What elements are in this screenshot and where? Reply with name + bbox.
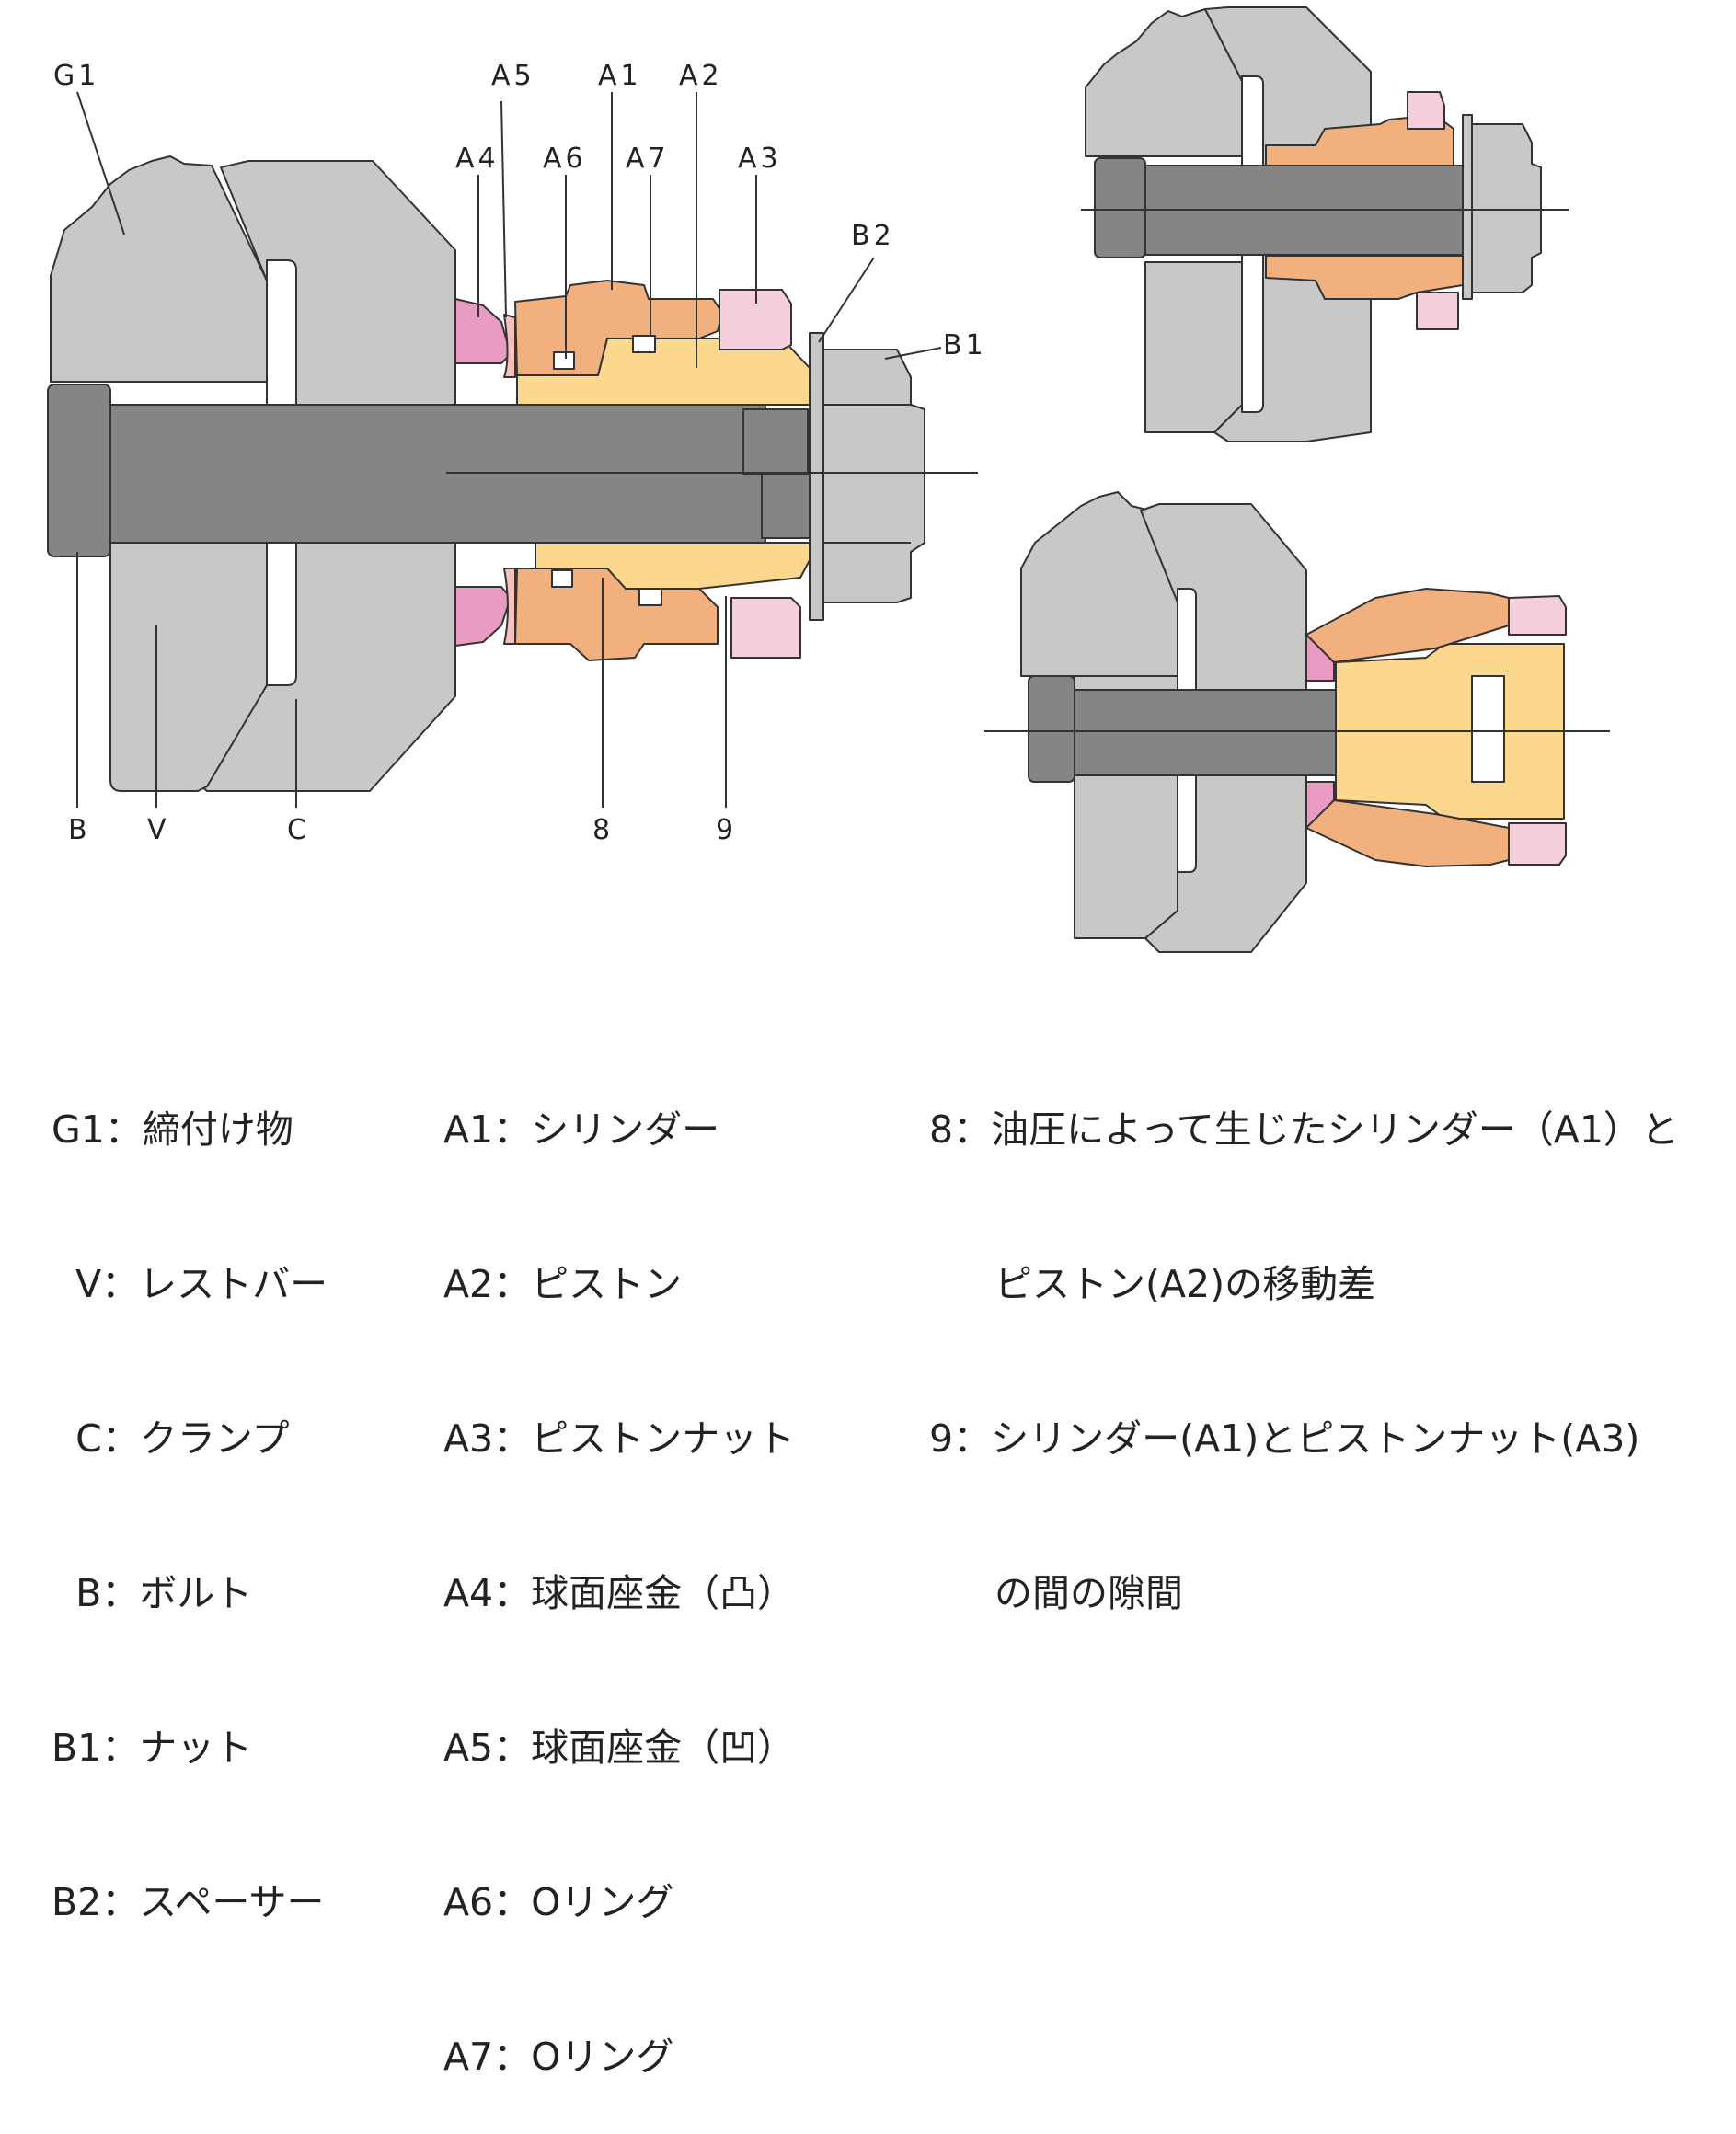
bolt-step-upper [742,408,809,475]
nut-b1 [822,349,925,603]
bolt-head-bottomright [1028,675,1075,783]
piston-nut-a3-topright [1407,91,1445,130]
piston-nut-a3-bottomright [1508,595,1567,636]
spherical-washer-convex-a4-lower [454,586,512,647]
legend-col1: G1：締付け物 V：レストバー C：クランプ B：ボルト B1：ナット B2：ス… [52,1001,328,1979]
piston-nut-a3-topright-lower [1416,292,1459,330]
spherical-washer-concave-a5 [503,314,516,378]
rest-bar-v-topright [1144,261,1243,433]
spacer-b2-topright [1462,114,1473,300]
legend-item-b: B：ボルト [52,1571,253,1615]
o-ring-a7 [632,335,656,353]
callout-8: 8 [592,814,614,846]
callout-a7: A7 [626,143,670,175]
spacer-b2 [809,332,824,621]
callout-b2: B2 [851,220,895,252]
legend-col3: 8：油圧によって生じたシリンダー（A1）と ピストン(A2)の移動差 9：シリン… [929,1001,1679,1670]
piston-nut-a3-bottomright-lower [1508,822,1567,866]
legend-item-a4: A4：球面座金（凸） [443,1571,796,1615]
callout-g1: G1 [53,60,99,92]
spherical-washer-concave-a5-lower [503,568,516,645]
piston-nut-a3 [719,289,792,350]
legend-item-9-cont: の間の隙間 [994,1571,1183,1615]
o-ring-a6-lower [551,569,573,588]
callout-a3: A3 [738,143,782,175]
leader-lines [76,91,942,808]
legend-item-c: C：クランプ [52,1417,290,1461]
cylinder-a1-lower [514,568,719,661]
legend-item-a6: A6：Oリング [443,1880,674,1924]
callout-b1: B1 [943,329,987,361]
bolt-head-topright [1094,157,1146,258]
legend-item-9: 9：シリンダー(A1)とピストンナット(A3) [929,1417,1640,1461]
legend-item-a2: A2：ピストン [443,1262,683,1306]
legend-item-a3: A3：ピストンナット [443,1417,796,1461]
clamped-object-g1-topright [1085,8,1243,157]
callout-v: V [147,814,170,846]
legend-item-a7: A7：Oリング [443,2035,674,2079]
nut-b1-face-line [823,404,911,544]
callout-c: C [287,814,310,846]
spherical-washer-convex-a4 [454,298,512,364]
bolt-head-b [47,384,111,557]
legend-item-b1: B1：ナット [52,1726,253,1770]
legend-item-8: 8：油圧によって生じたシリンダー（A1）と [929,1107,1679,1152]
cylinder-a1-bottomright-lower [1305,799,1510,867]
nut-b1-topright [1471,123,1542,293]
nut-bore-bottomright [1471,675,1505,783]
callout-a6: A6 [543,143,587,175]
callout-b: B [68,814,91,846]
legend-item-b2: B2：スペーサー [52,1880,325,1924]
callout-a1: A1 [598,60,642,92]
o-ring-a6 [553,351,575,370]
o-ring-a7-lower [638,588,662,606]
rest-bar-v [109,533,268,792]
legend-item-a5: A5：球面座金（凹） [443,1726,796,1770]
legend-item-8-cont: ピストン(A2)の移動差 [994,1262,1376,1306]
legend-item-g1: G1：締付け物 [52,1107,293,1152]
callout-a5: A5 [491,60,535,92]
legend-col2: A1：シリンダー A2：ピストン A3：ピストンナット A4：球面座金（凸） A… [443,1001,795,2134]
callout-9: 9 [716,814,737,846]
legend-item-v: V：レストバー [52,1262,328,1306]
callout-a4: A4 [455,143,500,175]
assembly-diagram: G1 A5 A1 A2 A4 A6 A7 A3 B2 B1 B V C 8 9 [47,6,1610,953]
legend-item-a1: A1：シリンダー [443,1107,720,1152]
callout-a2: A2 [679,60,723,92]
piston-nut-a3-lower [730,597,801,659]
